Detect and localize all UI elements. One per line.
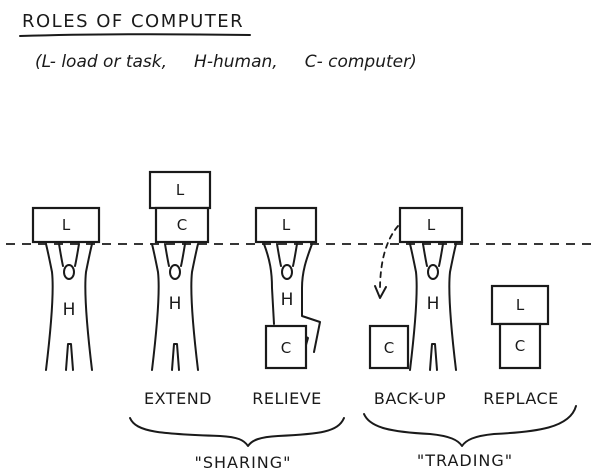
human-arms bbox=[164, 243, 186, 267]
legend-text: (L- load or task, H-human, C- computer) bbox=[35, 52, 417, 72]
load-label: L bbox=[282, 216, 291, 234]
human-head bbox=[63, 264, 75, 280]
load-box bbox=[148, 170, 212, 210]
load-label: L bbox=[516, 296, 525, 314]
human-arms bbox=[58, 243, 80, 267]
figure-extend: L C H bbox=[148, 170, 212, 371]
caption-replace: REPLACE bbox=[483, 389, 559, 408]
human-outline-left bbox=[409, 243, 418, 371]
load-box bbox=[490, 284, 550, 326]
human-label: H bbox=[427, 294, 440, 314]
diagram-title: ROLES OF COMPUTER bbox=[22, 11, 244, 32]
human-head bbox=[281, 264, 293, 280]
human-outline-right bbox=[448, 243, 457, 371]
backup-dashed-arrow bbox=[379, 225, 399, 291]
load-label: L bbox=[427, 216, 436, 234]
figure-replace: L C bbox=[490, 284, 550, 370]
computer-label: C bbox=[384, 339, 394, 357]
figure-relieve: L C H bbox=[254, 206, 321, 370]
human-legs bbox=[65, 343, 74, 371]
arrow-head bbox=[374, 285, 387, 299]
human-label: H bbox=[63, 300, 76, 320]
load-box bbox=[254, 206, 318, 244]
load-label: L bbox=[62, 216, 71, 234]
computer-label: C bbox=[177, 216, 187, 234]
load-label: L bbox=[176, 181, 185, 199]
human-head bbox=[169, 264, 181, 280]
figure-human-load: L H bbox=[31, 206, 101, 371]
human-outline-right bbox=[190, 243, 199, 371]
group-label-sharing: "SHARING" bbox=[194, 453, 291, 471]
computer-label: C bbox=[515, 337, 525, 355]
title-underline bbox=[19, 33, 251, 37]
brace-sharing bbox=[129, 417, 345, 447]
human-head bbox=[427, 264, 439, 280]
computer-label: C bbox=[281, 339, 291, 357]
human-label: H bbox=[281, 290, 294, 310]
human-outline-left bbox=[263, 243, 275, 325]
figure-backup: L H C bbox=[368, 206, 464, 371]
human-outline-right bbox=[301, 243, 321, 353]
human-outline-left bbox=[45, 243, 54, 371]
caption-relieve: RELIEVE bbox=[252, 389, 322, 408]
computer-box bbox=[368, 324, 410, 370]
load-box bbox=[31, 206, 101, 244]
group-label-trading: "TRADING" bbox=[417, 451, 513, 470]
human-legs bbox=[171, 343, 180, 371]
brace-trading bbox=[363, 405, 577, 447]
load-box bbox=[398, 206, 464, 244]
computer-box bbox=[498, 322, 542, 370]
human-legs bbox=[429, 343, 438, 371]
human-outline-right bbox=[84, 243, 93, 371]
computer-box bbox=[154, 206, 210, 244]
human-arms bbox=[276, 243, 298, 267]
human-arms bbox=[422, 243, 444, 267]
human-outline-left bbox=[151, 243, 160, 371]
human-label: H bbox=[169, 294, 182, 314]
caption-backup: BACK-UP bbox=[374, 389, 446, 408]
caption-extend: EXTEND bbox=[144, 389, 212, 408]
computer-box bbox=[264, 324, 308, 370]
